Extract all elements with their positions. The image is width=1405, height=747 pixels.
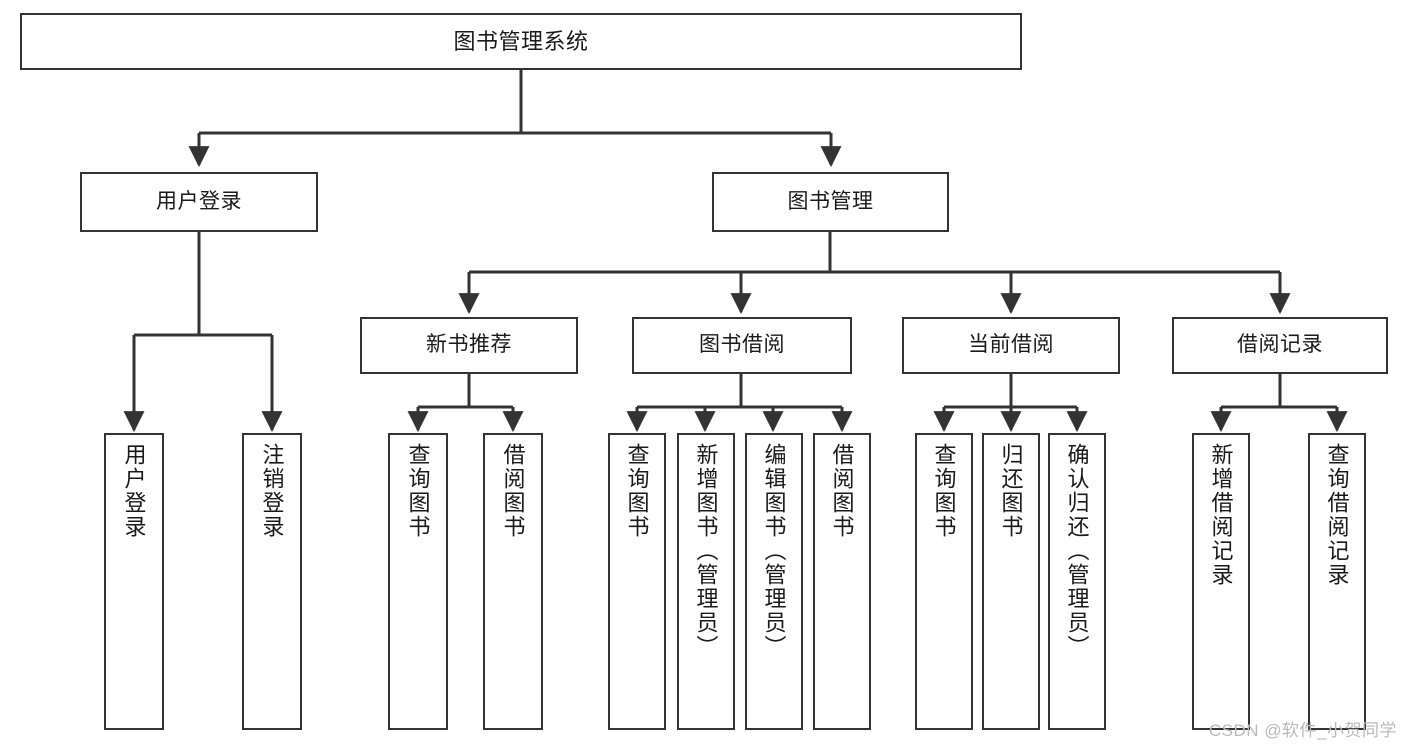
leaf-add-borrow-record[interactable]: 新增借阅记录	[1192, 433, 1250, 730]
leaf-add-book[interactable]: 新增图书（管理员）	[677, 433, 735, 730]
leaf-confirm-return[interactable]: 确认归还（管理员）	[1048, 433, 1106, 730]
node-label: 图书管理系统	[453, 28, 589, 54]
node-label: 归还图书	[998, 443, 1024, 539]
leaf-user-logout[interactable]: 注销登录	[242, 433, 302, 730]
node-user-login[interactable]: 用户登录	[80, 172, 318, 232]
node-label: 借阅图书	[829, 443, 855, 539]
node-label: 新书推荐	[426, 333, 512, 357]
node-label: 图书借阅	[699, 333, 785, 357]
node-label: 用户登录	[156, 189, 242, 213]
node-borrow-record[interactable]: 借阅记录	[1172, 317, 1388, 374]
node-label: 当前借阅	[968, 333, 1054, 357]
node-label: 注销登录	[259, 443, 285, 539]
node-label: 查询图书	[931, 443, 957, 539]
node-label: 新增借阅记录	[1208, 443, 1234, 587]
leaf-borrow-book[interactable]: 借阅图书	[813, 433, 871, 730]
leaf-return-book[interactable]: 归还图书	[982, 433, 1040, 730]
node-label: 图书管理	[787, 189, 874, 213]
leaf-query-book-current[interactable]: 查询图书	[915, 433, 973, 730]
leaf-query-book-recommend[interactable]: 查询图书	[388, 433, 448, 730]
leaf-query-borrow-record[interactable]: 查询借阅记录	[1308, 433, 1366, 730]
node-root-book-management-system[interactable]: 图书管理系统	[20, 13, 1022, 70]
leaf-user-login[interactable]: 用户登录	[104, 433, 164, 730]
node-book-borrow[interactable]: 图书借阅	[632, 317, 852, 374]
node-label: 查询借阅记录	[1324, 443, 1350, 587]
node-label: 新增图书（管理员）	[693, 443, 719, 659]
leaf-query-book-borrow[interactable]: 查询图书	[608, 433, 666, 730]
node-label: 编辑图书（管理员）	[761, 443, 787, 659]
node-label: 查询图书	[624, 443, 650, 539]
node-label: 确认归还（管理员）	[1064, 443, 1090, 659]
node-label: 借阅记录	[1237, 333, 1323, 357]
node-book-manage[interactable]: 图书管理	[712, 172, 949, 232]
node-new-book-recommend[interactable]: 新书推荐	[360, 317, 578, 374]
watermark: CSDN @软件_小贺同学	[1208, 721, 1397, 740]
leaf-borrow-book-recommend[interactable]: 借阅图书	[483, 433, 543, 730]
node-label: 借阅图书	[500, 443, 526, 539]
node-label: 用户登录	[121, 443, 147, 539]
node-current-borrow[interactable]: 当前借阅	[902, 317, 1120, 374]
leaf-edit-book[interactable]: 编辑图书（管理员）	[745, 433, 803, 730]
node-label: 查询图书	[405, 443, 431, 539]
